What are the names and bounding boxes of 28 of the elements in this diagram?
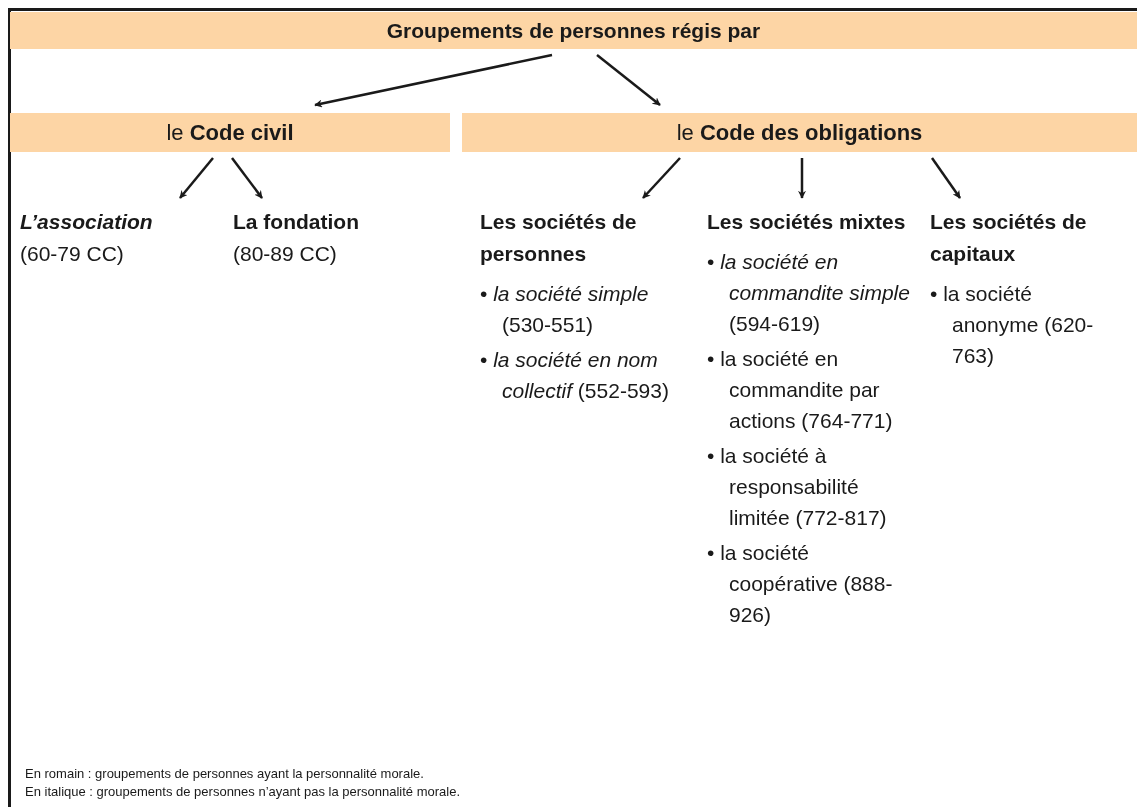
band-title: le Code des obligations [676,119,923,147]
article-range: (60-79 CC) [20,241,125,267]
arrow [179,157,214,199]
list-item: • la société en commandite par actions (764-771) [707,346,894,434]
arrow [930,157,962,199]
band-title: le Code civil [166,119,294,147]
group-heading: La fondation [233,209,360,235]
arrow [314,53,553,108]
band-title: Groupements de personnes régis par [386,17,761,44]
category-band [10,113,450,152]
list-item: • la société en nom collectif (552-593) [480,347,670,404]
arrow [596,54,661,106]
list-item: • la société coopérative (888-926) [707,540,894,628]
group-heading: Les sociétés mixtes [707,209,907,235]
list-item: • la société simple (530-551) [480,281,650,338]
arrow [231,157,263,199]
note-text: En italique : groupements de personnes n’ayant pas la personnalité morale. [25,783,461,801]
list-item: • la société en commandite simple (594-619) [707,249,911,337]
group-heading: Les sociétés de capitaux [930,209,1088,267]
arrow [798,158,806,199]
group-heading: L’association [20,209,154,235]
arrow [642,157,681,199]
note-text: En romain : groupements de personnes ayant la personnalité morale. [25,765,425,783]
article-range: (80-89 CC) [233,241,338,267]
list-item: • la société anonyme (620-763) [930,281,1095,369]
list-item: • la société à responsabilité limitée (772-817) [707,443,888,531]
category-band [10,12,1137,49]
category-band [462,113,1137,152]
